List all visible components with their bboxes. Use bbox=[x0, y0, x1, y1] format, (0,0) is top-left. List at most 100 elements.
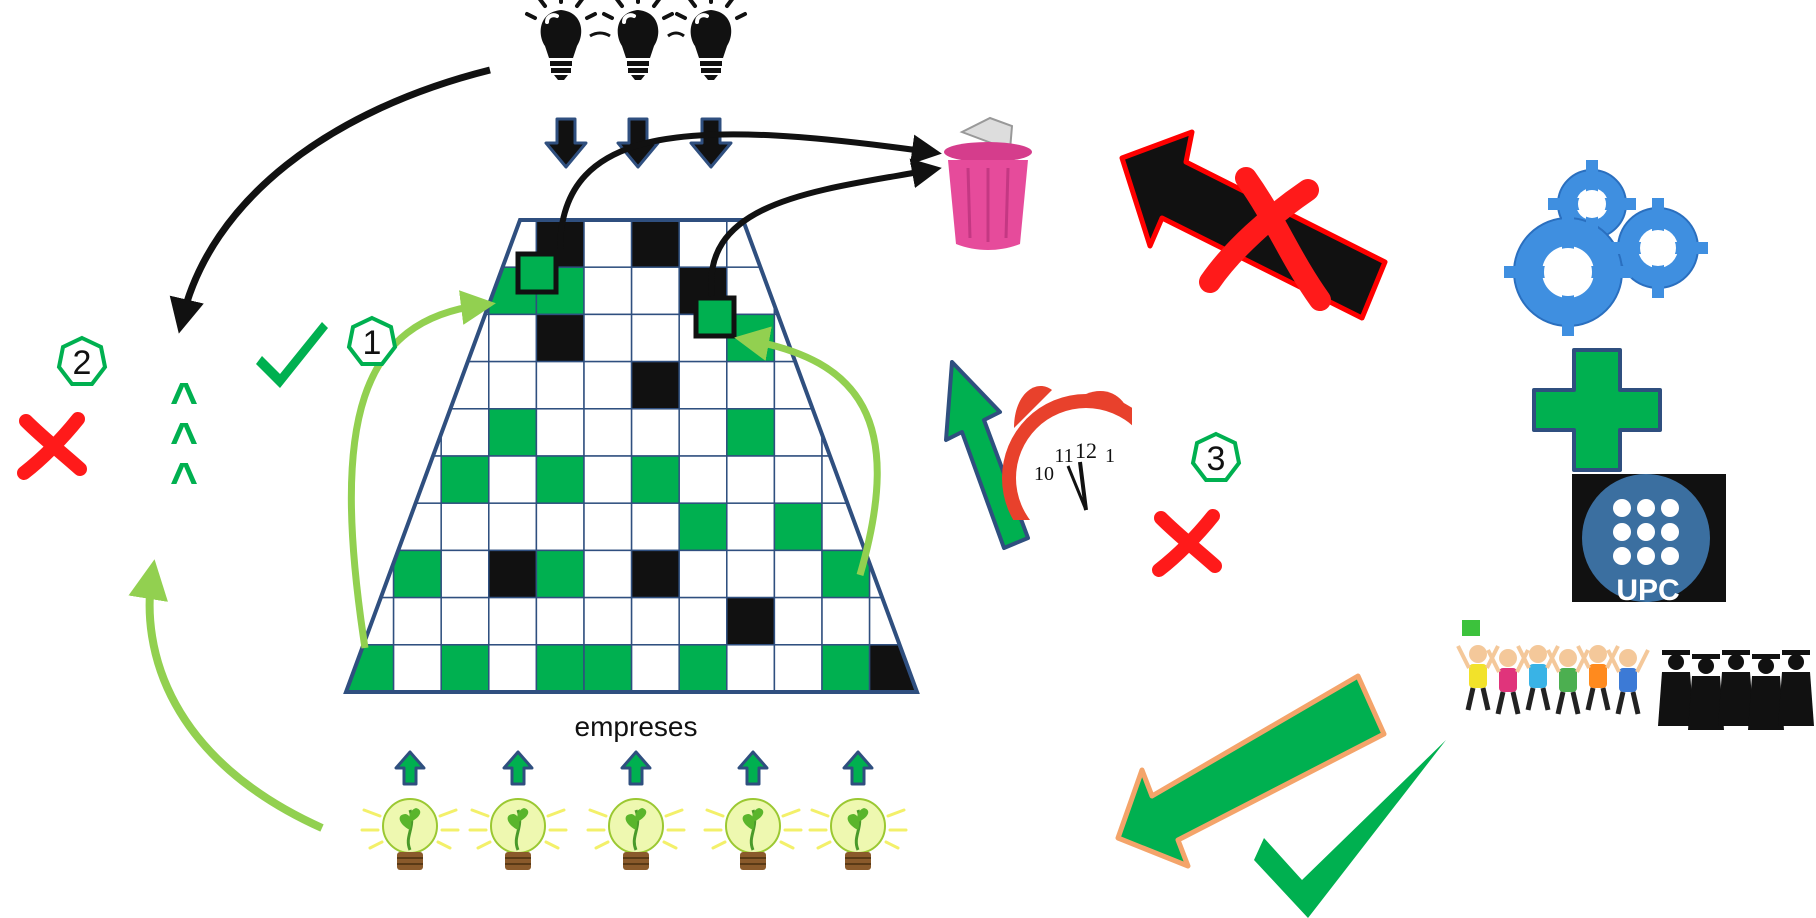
grid-cell bbox=[441, 598, 489, 645]
upc-logo: UPC bbox=[1572, 474, 1726, 607]
grid-cell bbox=[774, 503, 822, 550]
grid-cell bbox=[679, 598, 727, 645]
grid-cell bbox=[822, 267, 870, 314]
grid-cell bbox=[536, 598, 584, 645]
lightbulb-icon bbox=[604, 0, 672, 80]
grid-cell bbox=[346, 220, 394, 267]
sprout-bulb-icon bbox=[470, 799, 566, 870]
grid-cell bbox=[489, 645, 537, 692]
grid-cell bbox=[870, 267, 918, 314]
grid-cell bbox=[536, 456, 584, 503]
grid-cell bbox=[822, 314, 870, 361]
grid-cell bbox=[679, 550, 727, 597]
students-graduates-icon bbox=[1458, 620, 1814, 730]
grid-cell bbox=[536, 362, 584, 409]
grid-cell bbox=[394, 598, 442, 645]
lightbulb-icon bbox=[677, 0, 745, 80]
svg-text:1: 1 bbox=[1105, 445, 1115, 467]
grid-cell bbox=[346, 598, 394, 645]
grid-cell bbox=[870, 598, 918, 645]
caret-stack: ^ ^ ^ bbox=[170, 374, 198, 507]
grid-cell bbox=[727, 456, 775, 503]
grid-cell bbox=[584, 503, 632, 550]
grid-cell bbox=[774, 456, 822, 503]
step-1-marker: 1 bbox=[349, 318, 395, 364]
blocked-flow-arrow bbox=[1122, 132, 1385, 318]
grid-cell bbox=[584, 645, 632, 692]
svg-text:11: 11 bbox=[1054, 445, 1073, 467]
svg-text:2: 2 bbox=[73, 344, 92, 382]
grid-cell bbox=[441, 645, 489, 692]
grid-cell bbox=[441, 550, 489, 597]
companies-grid bbox=[346, 220, 917, 692]
grid-cell bbox=[489, 598, 537, 645]
step-3-marker: 3 bbox=[1193, 434, 1239, 480]
grid-cell bbox=[774, 220, 822, 267]
grid-cell bbox=[679, 362, 727, 409]
arrow-ideas-to-left bbox=[182, 70, 490, 320]
selected-cell bbox=[696, 298, 734, 336]
grid-cell bbox=[394, 267, 442, 314]
grid-cell bbox=[441, 503, 489, 550]
grid-cell bbox=[632, 598, 680, 645]
sprout-bulb-icon bbox=[362, 799, 458, 870]
grid-cell bbox=[441, 220, 489, 267]
grid-cell bbox=[632, 362, 680, 409]
grid-cell bbox=[774, 598, 822, 645]
arrow-seeds-up bbox=[150, 575, 322, 828]
step-2-marker: 2 bbox=[59, 338, 105, 384]
grid-cell bbox=[727, 409, 775, 456]
gears-icon bbox=[1504, 160, 1708, 336]
grid-cell bbox=[536, 645, 584, 692]
sprout-bulbs bbox=[362, 752, 906, 870]
grid-cell bbox=[679, 456, 727, 503]
svg-text:12: 12 bbox=[1075, 438, 1097, 463]
grid-cell bbox=[632, 456, 680, 503]
grid-cell bbox=[394, 362, 442, 409]
grid-cell bbox=[632, 503, 680, 550]
grid-cell bbox=[870, 220, 918, 267]
sprout-bulb-icon bbox=[705, 799, 801, 870]
knowledge-transfer-arrow bbox=[1118, 676, 1384, 866]
grid-cell bbox=[632, 314, 680, 361]
trash-can-icon bbox=[944, 118, 1032, 250]
grid-cell bbox=[489, 503, 537, 550]
grid-cell bbox=[584, 267, 632, 314]
cross-icon bbox=[24, 419, 80, 473]
grid-cell bbox=[584, 362, 632, 409]
grid-cell bbox=[870, 314, 918, 361]
grid-cell bbox=[584, 409, 632, 456]
grid-cell bbox=[679, 409, 727, 456]
svg-text:1: 1 bbox=[363, 324, 382, 362]
grid-cell bbox=[632, 645, 680, 692]
grid-cell bbox=[489, 362, 537, 409]
svg-text:^: ^ bbox=[170, 454, 198, 507]
grid-cell bbox=[774, 645, 822, 692]
grid-cell bbox=[489, 314, 537, 361]
sprout-bulb-icon bbox=[588, 799, 684, 870]
svg-text:10: 10 bbox=[1034, 463, 1054, 485]
cross-icon bbox=[1159, 516, 1215, 570]
checkmark-icon bbox=[256, 322, 328, 388]
grid-cell bbox=[774, 267, 822, 314]
grid-cell bbox=[632, 220, 680, 267]
grid-cell bbox=[822, 220, 870, 267]
grid-cell bbox=[584, 456, 632, 503]
plus-icon bbox=[1534, 350, 1660, 470]
grid-cell bbox=[727, 503, 775, 550]
grid-cell bbox=[346, 267, 394, 314]
grid-cell bbox=[727, 362, 775, 409]
top-lightbulbs bbox=[527, 0, 745, 80]
grid-cell bbox=[870, 550, 918, 597]
grid-cell bbox=[679, 503, 727, 550]
grid-cell bbox=[727, 550, 775, 597]
grid-cell bbox=[584, 314, 632, 361]
grid-cell bbox=[441, 456, 489, 503]
grid-cell bbox=[394, 645, 442, 692]
grid-cell bbox=[727, 598, 775, 645]
grid-cell bbox=[489, 456, 537, 503]
grid-cell bbox=[679, 645, 727, 692]
grid-cell bbox=[394, 220, 442, 267]
sprout-bulb-icon bbox=[810, 799, 906, 870]
